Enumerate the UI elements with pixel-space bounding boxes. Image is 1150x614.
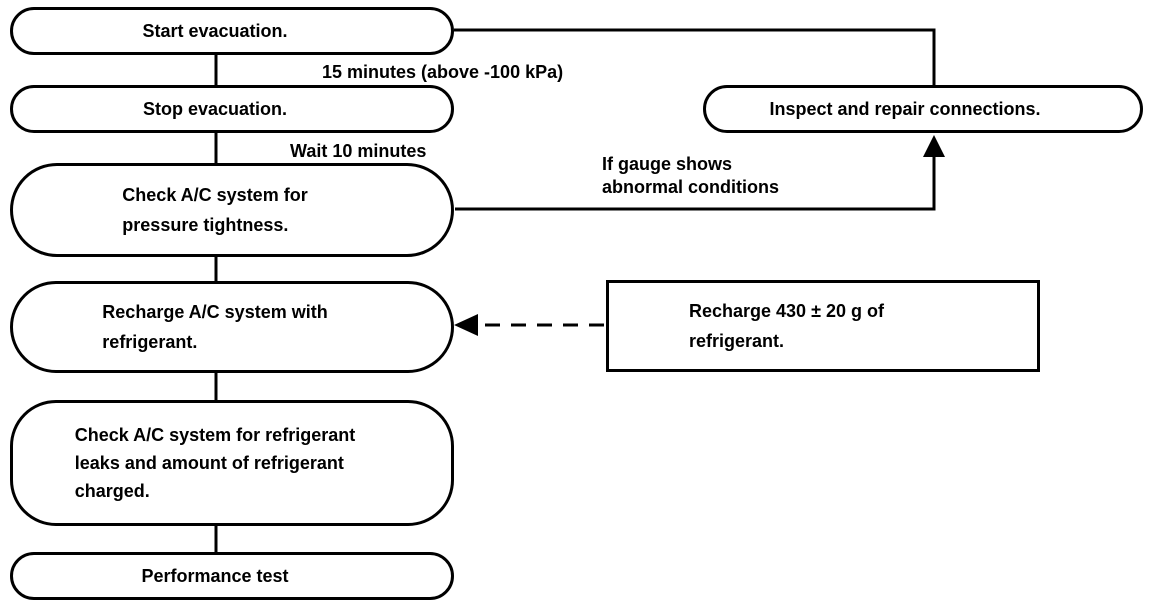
edge-label-wait-time: Wait 10 minutes <box>290 141 427 161</box>
node-recharge-amount-note: Recharge 430 ± 20 g of refrigerant. <box>606 280 1040 372</box>
edge-label-gauge-condition: If gauge shows abnormal conditions <box>602 154 780 197</box>
node-start-evacuation: Start evacuation. <box>10 7 454 55</box>
connector-checkpressure-inspect <box>455 154 936 211</box>
arrowhead-left <box>454 314 478 336</box>
node-inspect-repair-connections: Inspect and repair connections. <box>703 85 1143 133</box>
arrowhead-up <box>923 135 945 157</box>
edge-label-evacuation-time: 15 minutes (above -100 kPa) <box>322 62 564 82</box>
node-check-refrigerant-leaks: Check A/C system for refrigerant leaks a… <box>10 400 454 526</box>
node-check-pressure-tightness: Check A/C system for pressure tightness. <box>10 163 454 257</box>
node-stop-evacuation: Stop evacuation. <box>10 85 454 133</box>
node-recharge-refrigerant: Recharge A/C system with refrigerant. <box>10 281 454 373</box>
node-performance-test: Performance test <box>10 552 454 600</box>
connector-start-inspect <box>454 28 936 86</box>
